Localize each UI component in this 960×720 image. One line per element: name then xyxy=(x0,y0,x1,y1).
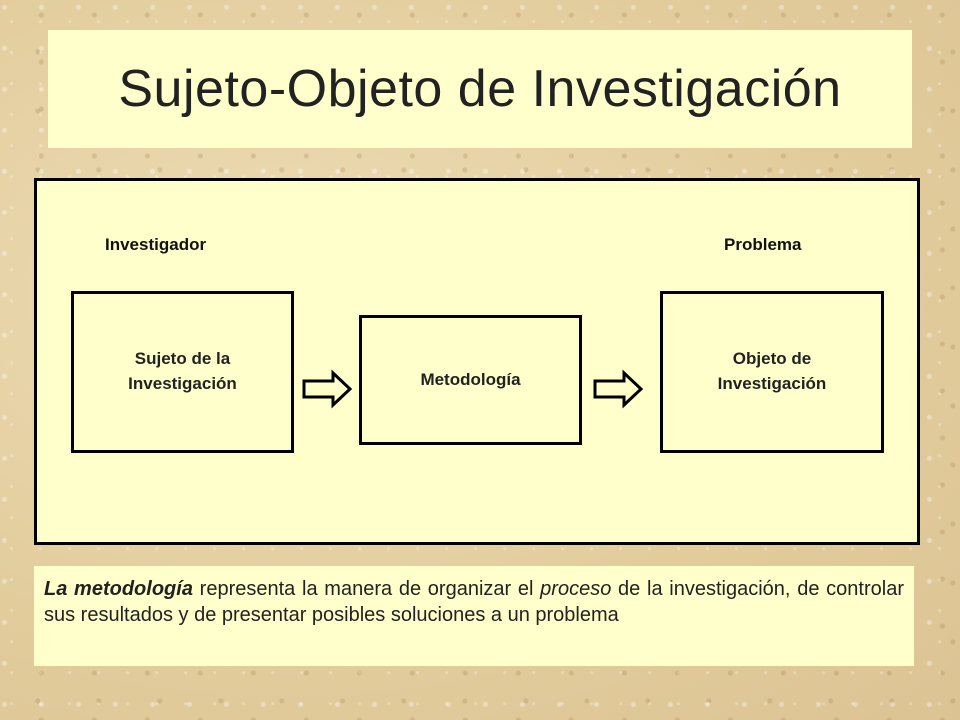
description-text-2: de la investigación, de controlar sus re… xyxy=(44,578,904,626)
description-box: La metodología representa la manera de o… xyxy=(34,566,914,666)
node-objeto-investigacion: Objeto de Investigación xyxy=(660,291,884,453)
description-text-1: representa la manera de organizar el xyxy=(192,578,541,600)
label-investigador: Investigador xyxy=(105,235,207,254)
node-sujeto-line1: Sujeto de la xyxy=(134,349,231,369)
page-title: Sujeto-Objeto de Investigación xyxy=(118,60,842,118)
hollow-right-arrow-icon xyxy=(592,369,644,409)
description-emphasis: La metodología xyxy=(44,578,193,600)
node-objeto-line1: Objeto de xyxy=(732,349,812,369)
node-sujeto-line2: Investigación xyxy=(128,374,237,393)
node-objeto-line2: Investigación xyxy=(717,374,827,393)
description-italic-word: proceso xyxy=(540,578,612,600)
node-sujeto-investigacion: Sujeto de la Investigación xyxy=(71,291,294,453)
label-problema: Problema xyxy=(724,235,802,254)
node-metodologia-label: Metodología xyxy=(420,369,521,389)
hollow-right-arrow-icon xyxy=(301,369,353,409)
node-metodologia: Metodología xyxy=(359,315,582,445)
title-banner: Sujeto-Objeto de Investigación xyxy=(48,30,912,148)
diagram-panel: Investigador Problema Sujeto de la Inves… xyxy=(34,178,920,545)
